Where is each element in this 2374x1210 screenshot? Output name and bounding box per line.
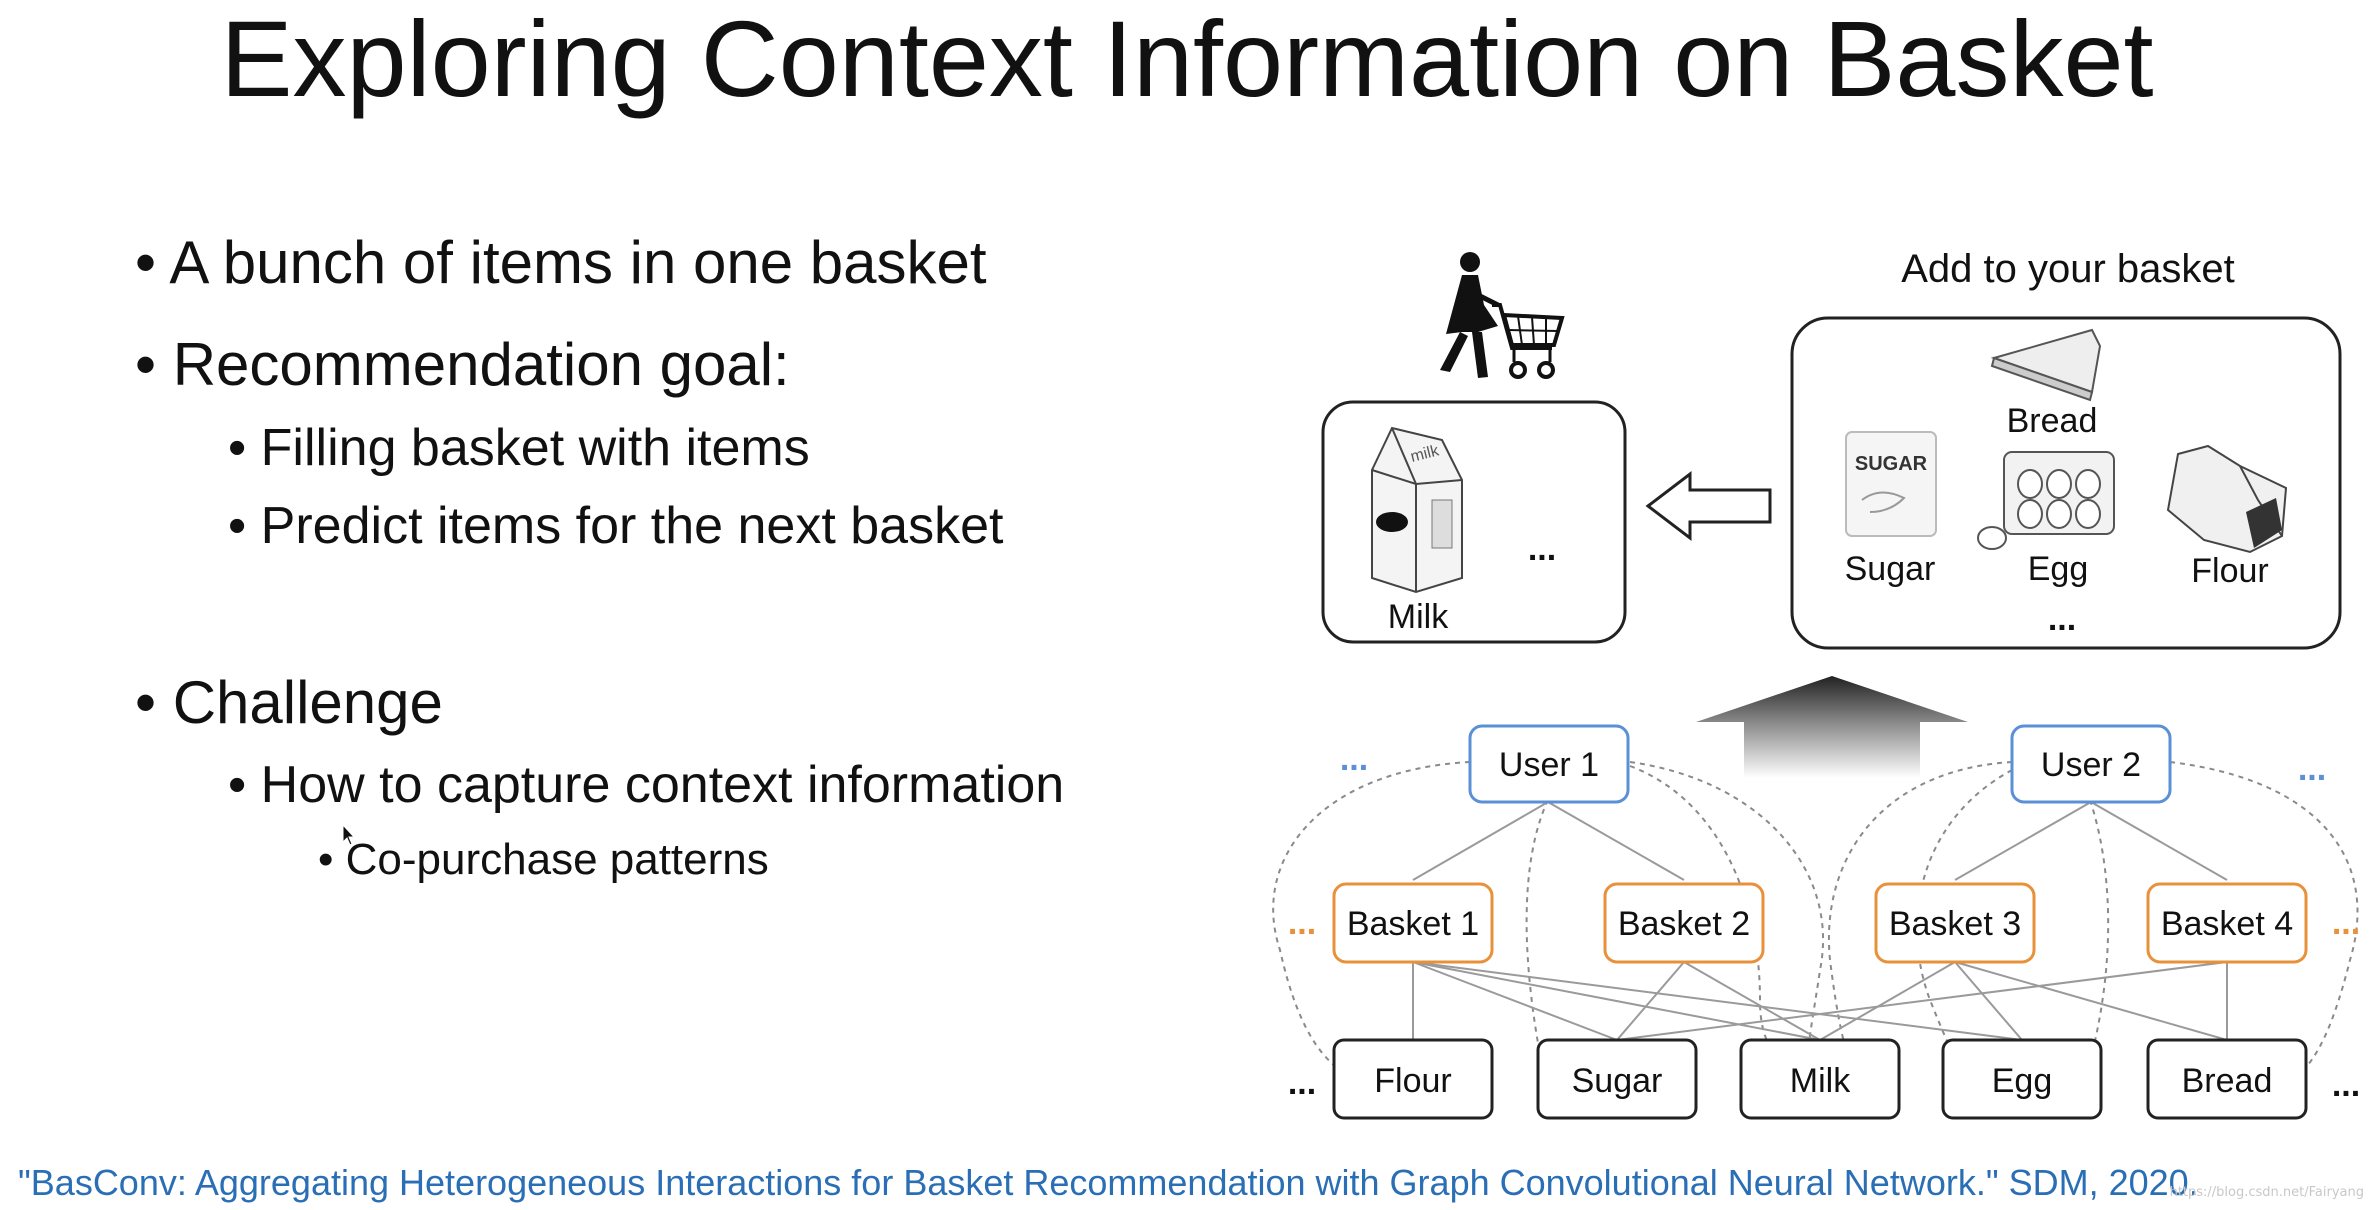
basket-ellipsis: ...	[1528, 530, 1556, 568]
slide-title: Exploring Context Information on Basket	[220, 0, 2154, 119]
flour-bag-icon	[2166, 444, 2288, 554]
milk-carton-icon: milk	[1371, 426, 1463, 594]
user-node-label: User 1	[1499, 746, 1599, 784]
bullet-dot: •	[135, 229, 157, 296]
bullet-challenge: • Challenge	[135, 668, 443, 737]
bullet-dot: •	[135, 669, 157, 736]
bullet-dot: •	[135, 331, 157, 398]
citation: "BasConv: Aggregating Heterogeneous Inte…	[18, 1162, 2199, 1203]
bullet-co-purchase: • Co-purchase patterns	[318, 835, 769, 885]
basket-node-label: Basket 1	[1347, 905, 1479, 943]
bullet-recommendation-goal: • Recommendation goal:	[135, 330, 790, 399]
graph-edges	[1412, 801, 2228, 1041]
bullet-dot: •	[228, 419, 247, 477]
up-arrow-icon	[1696, 676, 1968, 778]
item-node: Milk	[1739, 1038, 1901, 1120]
user-ellipsis-right: ...	[2298, 750, 2326, 788]
basket-ellipsis-right: ...	[2332, 904, 2360, 942]
mouse-cursor-icon	[342, 824, 356, 846]
sugar-bag-icon: SUGAR	[1845, 431, 1937, 537]
basket-node: Basket 1	[1332, 882, 1494, 964]
item-ellipsis-left: ...	[1288, 1064, 1316, 1102]
add-item-egg: Egg	[2028, 550, 2089, 588]
bullet-filling-basket: • Filling basket with items	[228, 418, 810, 478]
add-basket-box	[1790, 316, 2342, 650]
bullet-predict-next: • Predict items for the next basket	[228, 496, 1003, 556]
user-ellipsis-left: ...	[1340, 740, 1368, 778]
bullet-dot: •	[228, 497, 247, 555]
bread-icon	[1990, 328, 2102, 402]
basket-node-label: Basket 4	[2161, 905, 2293, 943]
add-item-flour: Flour	[2191, 552, 2268, 590]
bullet-capture-context: • How to capture context information	[228, 755, 1064, 815]
item-ellipsis-right: ...	[2332, 1066, 2360, 1104]
milk-carton-label: milk	[1409, 442, 1442, 466]
bullet-basket-items: • A bunch of items in one basket	[135, 228, 987, 297]
basket-node-label: Basket 3	[1889, 905, 2021, 943]
item-node-label: Bread	[2182, 1062, 2273, 1100]
bullet-text: A bunch of items in one basket	[169, 229, 987, 296]
item-node: Bread	[2146, 1038, 2308, 1120]
bullet-dot: •	[318, 835, 334, 884]
basket-node: Basket 4	[2146, 882, 2308, 964]
bullet-text: Filling basket with items	[260, 419, 810, 477]
item-node: Flour	[1332, 1038, 1494, 1120]
add-item-bread: Bread	[2007, 402, 2098, 440]
item-node-label: Egg	[1992, 1062, 2053, 1100]
item-node-label: Milk	[1790, 1062, 1851, 1100]
item-node: Sugar	[1536, 1038, 1698, 1120]
bullet-text: Challenge	[172, 669, 443, 736]
user-node: User 1	[1468, 724, 1630, 804]
basket-ellipsis-left: ...	[1288, 904, 1316, 942]
item-node-label: Sugar	[1572, 1062, 1663, 1100]
bullet-dot: •	[228, 756, 247, 814]
user-node-label: User 2	[2041, 746, 2141, 784]
add-item-sugar: Sugar	[1845, 550, 1936, 588]
current-basket-box	[1321, 400, 1627, 644]
add-basket-ellipsis: ...	[2048, 600, 2076, 638]
basket-item-milk: Milk	[1388, 598, 1449, 636]
add-basket-heading: Add to your basket	[1901, 247, 2235, 291]
bullet-text: Co-purchase patterns	[345, 835, 769, 884]
bullet-text: How to capture context information	[260, 756, 1065, 814]
item-node: Egg	[1941, 1038, 2103, 1120]
item-node-label: Flour	[1374, 1062, 1451, 1100]
bullet-text: Predict items for the next basket	[260, 497, 1004, 555]
shopper-cart-icon	[1440, 252, 1565, 379]
sugar-bag-label: SUGAR	[1855, 453, 1928, 475]
basket-node: Basket 3	[1874, 882, 2036, 964]
user-node: User 2	[2010, 724, 2172, 804]
watermark: https://blog.csdn.net/Fairyang	[2169, 1185, 2364, 1200]
basket-node: Basket 2	[1603, 882, 1765, 964]
left-arrow-icon	[1645, 470, 1772, 542]
bullet-text: Recommendation goal:	[172, 331, 790, 398]
basket-node-label: Basket 2	[1618, 905, 1750, 943]
egg-carton-icon	[1977, 451, 2115, 550]
